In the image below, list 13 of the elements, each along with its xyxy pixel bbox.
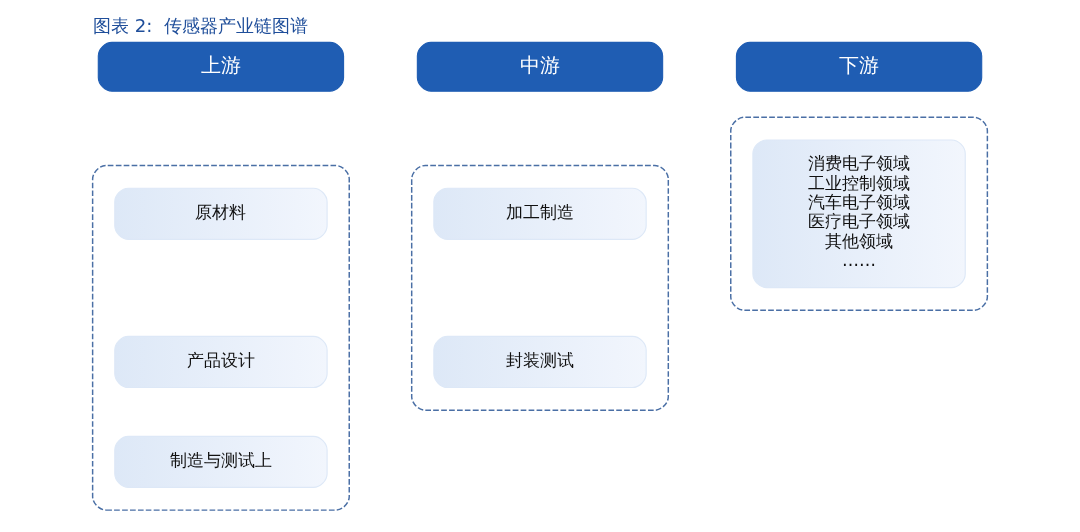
cluster bbox=[730, 116, 989, 311]
diagram-title: 图表 2: 传感器产业链图谱 bbox=[93, 14, 308, 36]
node-box: 原材料 bbox=[114, 187, 328, 240]
node-box: 加工制造 bbox=[433, 187, 647, 240]
node-box: 上游 bbox=[97, 41, 345, 92]
node-box: 下游 bbox=[735, 41, 983, 92]
node-box: 制造与测试上 bbox=[114, 435, 328, 488]
node-box: 中游 bbox=[416, 41, 664, 92]
node-box: 封装测试 bbox=[433, 335, 647, 389]
cluster bbox=[91, 164, 350, 511]
cluster bbox=[410, 164, 670, 411]
node-box: 产品设计 bbox=[114, 335, 328, 389]
node-box: 消费电子领域 工业控制领域 汽车电子领域 医疗电子领域 其他领域 …… bbox=[752, 139, 966, 289]
